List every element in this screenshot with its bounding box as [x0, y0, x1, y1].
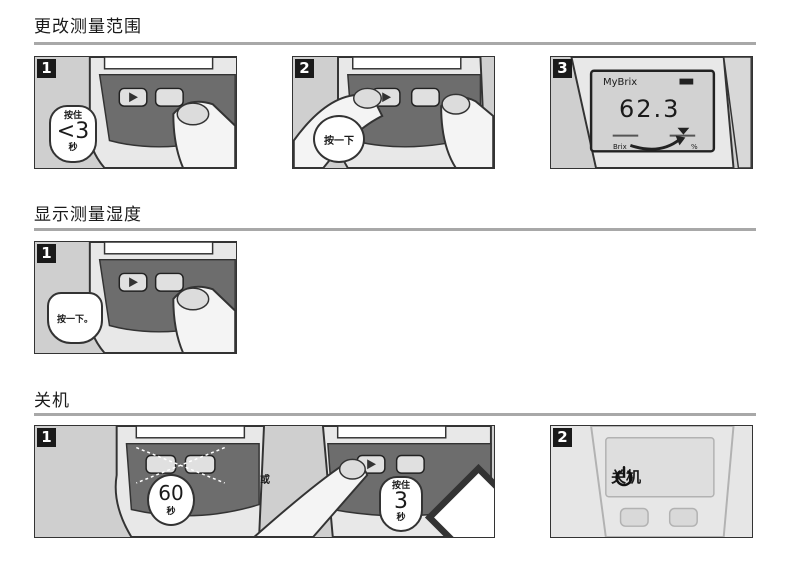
- timeout-seconds: 60: [158, 481, 184, 505]
- press-once-badge: 按一下: [313, 115, 365, 163]
- press-once-badge: 按一下。: [47, 292, 103, 344]
- timeout-badge: 60 秒: [147, 474, 195, 526]
- badge-seconds-label: 秒: [68, 143, 78, 153]
- section-divider: [34, 228, 756, 231]
- badge-press-once-label: 按一下: [324, 136, 354, 147]
- step-panel: 2 关机: [550, 425, 753, 538]
- or-diamond: [424, 463, 494, 537]
- lcd-reading: 62.3: [619, 95, 681, 123]
- badge-seconds-label: 秒: [396, 513, 406, 523]
- badge-duration: <3: [56, 119, 90, 144]
- lcd-left-unit: Brix: [613, 143, 627, 151]
- badge-hold-label: 按住: [391, 481, 410, 491]
- step-panel: 1 60 秒 或 按住 3 秒: [34, 425, 495, 538]
- lcd-right-unit: %: [691, 143, 698, 151]
- step-number: 1: [37, 428, 56, 447]
- badge-duration: 3: [394, 489, 408, 514]
- hold-badge: 按住 <3 秒: [49, 105, 97, 163]
- badge-hold-label: 按住: [63, 111, 82, 121]
- device-illustration: [590, 426, 735, 537]
- device-illustration: [87, 242, 236, 353]
- step-panel: 3 MyBrix 62.3 Brix %: [550, 56, 753, 169]
- step-number: 1: [37, 244, 56, 263]
- section-title-show-humidity: 显示测量湿度: [34, 205, 142, 225]
- timeout-unit: 秒: [166, 507, 176, 517]
- section-divider: [34, 42, 756, 45]
- device-illustration: [87, 57, 236, 168]
- device-illustration: [570, 57, 752, 168]
- section-divider: [34, 413, 756, 416]
- step-number: 2: [553, 428, 572, 447]
- badge-press-once-label: 按一下。: [56, 315, 93, 325]
- section-title-change-range: 更改测量范围: [34, 17, 142, 37]
- step-number: 3: [553, 59, 572, 78]
- device-illustration: [114, 426, 492, 537]
- power-icon: [615, 466, 633, 487]
- power-off-indicator: 关机: [607, 466, 641, 487]
- step-panel: 1 按住 <3 秒: [34, 56, 237, 169]
- step-panel: 2 按一下: [292, 56, 495, 169]
- section-title-power-off: 关机: [34, 391, 70, 411]
- step-number: 2: [295, 59, 314, 78]
- step-number: 1: [37, 59, 56, 78]
- or-label: 或: [260, 475, 270, 486]
- hold-badge: 按住 3 秒: [379, 476, 423, 532]
- lcd-brand: MyBrix: [603, 77, 638, 88]
- step-panel: 1 按一下。: [34, 241, 237, 354]
